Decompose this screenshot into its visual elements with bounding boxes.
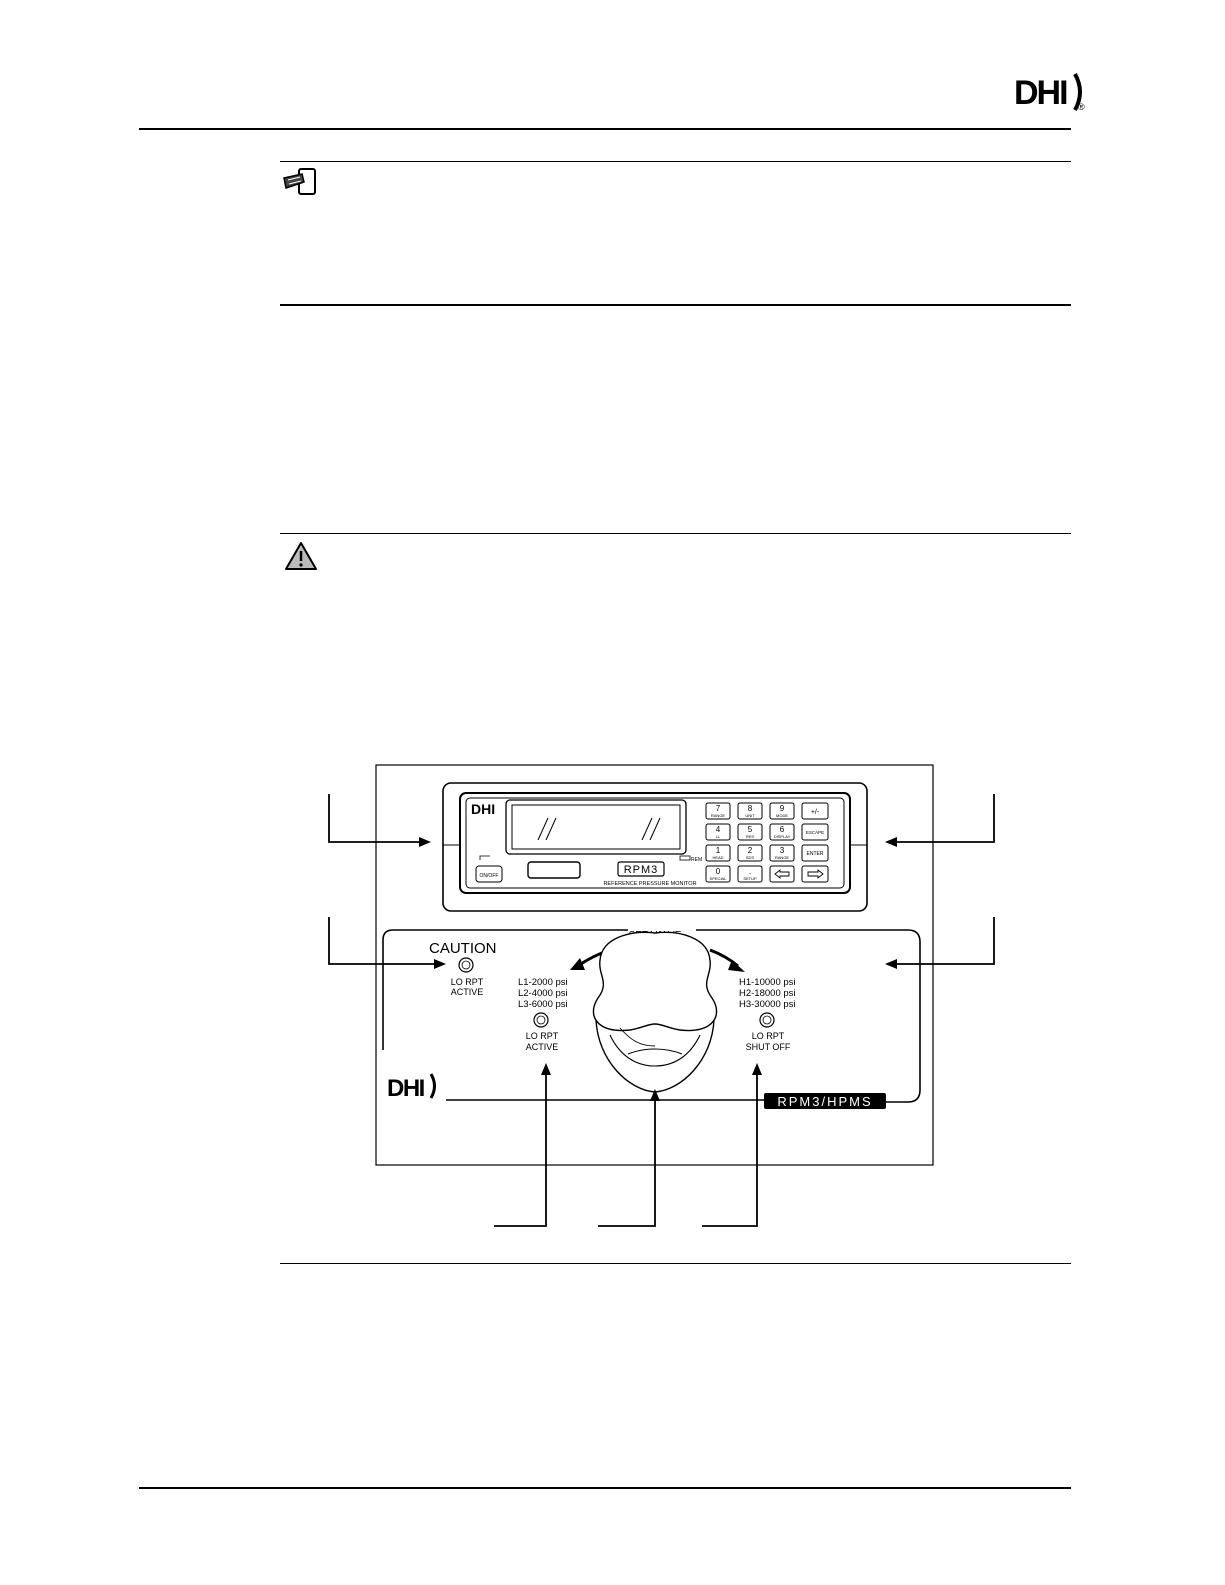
hi-range-1: H1-10000 psi: [739, 977, 796, 988]
hi-led-label-1: LO RPT: [752, 1031, 785, 1041]
caution-led-label-2: ACTIVE: [451, 987, 484, 997]
front-panel-drawing: DHI REM RPM3 REFERENCE PRESSURE MONITOR …: [328, 764, 995, 1227]
key-num: +/-: [811, 809, 820, 816]
note-top-rule: [280, 161, 1071, 162]
rpm3-front-port: [527, 861, 581, 879]
dhi-logo: DHI ®: [1012, 70, 1088, 114]
lo-rpt-active-led: [533, 1012, 549, 1028]
figure-bottom-rule: [280, 1263, 1071, 1264]
key-sub: MODE: [776, 813, 788, 818]
key-sub: SDS: [746, 855, 755, 860]
note-bottom-rule: [280, 304, 1071, 306]
key-sub: SETUP: [743, 876, 757, 881]
rpm3-model-text: RPM3: [624, 864, 659, 876]
caution-top-rule: [280, 533, 1071, 534]
key-num: 4: [716, 825, 721, 834]
key-num: 5: [748, 825, 753, 834]
rem-label: REM: [691, 857, 702, 863]
key-sub: HEAD: [712, 855, 723, 860]
rpm3-subtitle: REFERENCE PRESSURE MONITOR: [603, 881, 696, 887]
footer-rule: [139, 1487, 1071, 1489]
hpms-outline-right: [696, 929, 921, 1103]
rem-led: [679, 855, 691, 861]
set-valve-knob: [592, 931, 718, 1093]
caution-led-label-1: LO RPT: [451, 977, 484, 987]
key-num: 8: [748, 804, 753, 813]
lo-range-1: L1-2000 psi: [518, 977, 568, 988]
key-num: 2: [748, 846, 753, 855]
onoff-label: ON/OFF: [480, 873, 499, 879]
rpm3-logo: DHI: [471, 801, 495, 817]
hi-range-2: H2-18000 psi: [739, 988, 796, 999]
hpms-logo-bracket: [429, 1073, 436, 1099]
key-sub: UNIT: [745, 813, 755, 818]
warning-triangle-icon: [285, 542, 317, 570]
dhi-logo-text: DHI: [1014, 74, 1069, 112]
note-hand-icon: [283, 168, 316, 195]
key-num: 1: [716, 846, 721, 855]
hi-range-3: H3-30000 psi: [739, 999, 796, 1010]
lo-rpt-shutoff-led: [759, 1012, 775, 1028]
rpm3-display-bezel: [505, 799, 687, 855]
left-arrow-icon: [774, 869, 790, 879]
left-arrow-key: [769, 865, 795, 883]
rpm3-hpms-front-panel-figure: DHI REM RPM3 REFERENCE PRESSURE MONITOR …: [280, 760, 1070, 1240]
hi-led-label-2: SHUT OFF: [746, 1042, 791, 1052]
right-arrow-key: [801, 865, 829, 883]
key-sub: SPECIAL: [710, 876, 728, 881]
key-num: 9: [780, 804, 785, 813]
key-num: 7: [716, 804, 721, 813]
callout-lines: [328, 794, 995, 1227]
caution-led: [458, 957, 474, 973]
rpm3-outer-bezel: [442, 782, 868, 912]
lo-range-2: L2-4000 psi: [518, 988, 568, 999]
caution-title: CAUTION: [429, 940, 497, 957]
key-num: ENTER: [807, 851, 824, 857]
key-sub: LL: [716, 834, 721, 839]
registered-mark: ®: [1078, 102, 1085, 112]
lo-range-3: L3-6000 psi: [518, 999, 568, 1010]
header-rule: [139, 128, 1071, 130]
hpms-dhi-logo: DHI: [387, 1075, 425, 1102]
key-num: ESCAPE: [806, 830, 824, 835]
key-sub: RANGE: [775, 855, 790, 860]
key-num: 0: [716, 867, 721, 876]
rpm3-model-badge: [617, 861, 665, 877]
lo-led-label-1: LO RPT: [526, 1031, 559, 1041]
rpm3-front-panel: [459, 792, 851, 894]
callout-arrowheads: [419, 837, 897, 1101]
right-arrow-icon: [807, 869, 824, 879]
key-num: 3: [780, 846, 785, 855]
key-num: .: [749, 867, 751, 876]
hpms-model-text: RPM3/HPMS: [777, 1094, 872, 1109]
hpms-outline-left: [382, 929, 628, 1050]
hpms-model-badge: [764, 1093, 886, 1109]
dhi-logo-bracket: [1073, 73, 1082, 111]
key-sub: RANGE: [711, 813, 726, 818]
rpm3-lcd-display: [511, 804, 681, 850]
onoff-button: [475, 865, 503, 883]
rpm3-keypad: 7 RANGE 8 UNIT 9 MODE +/- 4 LL 5 RES 6 D…: [705, 802, 829, 883]
key-num: 6: [780, 825, 785, 834]
lo-led-label-2: ACTIVE: [526, 1042, 559, 1052]
key-sub: DISPLAY: [774, 834, 791, 839]
key-sub: RES: [746, 834, 755, 839]
